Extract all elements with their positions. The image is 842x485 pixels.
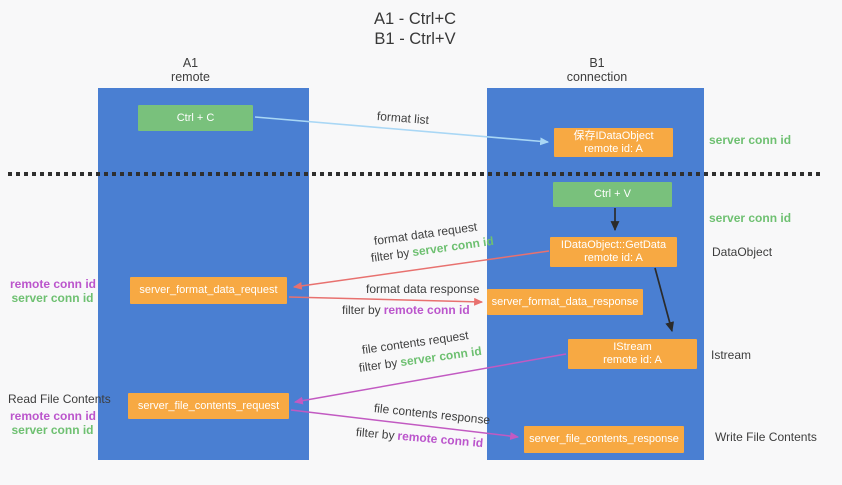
file-contents-response-label: file contents response xyxy=(373,401,491,428)
write-file-contents-label: Write File Contents xyxy=(715,430,817,444)
filter-by-text: filter by xyxy=(342,303,381,317)
server-format-data-request-box: server_format_data_request xyxy=(130,277,287,304)
save-idataobject-line2: remote id: A xyxy=(584,142,643,155)
remote-conn-id-text: remote conn id xyxy=(396,428,484,451)
istream-line2: remote id: A xyxy=(603,354,662,366)
filter-by-text: filter by xyxy=(370,245,411,265)
istream-side-label: Istream xyxy=(711,348,752,362)
filter-by-text: filter by xyxy=(355,425,396,443)
dotted-divider xyxy=(8,172,824,176)
format-list-label: format list xyxy=(376,109,430,128)
server-format-data-response-label: server_format_data_response xyxy=(491,295,639,308)
ctrl-c-box: Ctrl + C xyxy=(138,105,253,131)
conn-id-pair-file: remote conn id server conn id xyxy=(10,409,97,437)
server-format-data-response-box: server_format_data_response xyxy=(487,289,643,315)
idataobject-getdata-line1: IDataObject::GetData xyxy=(560,239,667,251)
read-file-contents-label: Read File Contents xyxy=(8,392,111,406)
remote-conn-id-text: remote conn id xyxy=(10,409,97,423)
lane-a1-header: A1 remote xyxy=(98,56,283,84)
istream-box: IStream remote id: A xyxy=(568,339,697,369)
remote-conn-id-text: remote conn id xyxy=(10,277,97,291)
save-idataobject-line1: 保存IDataObject xyxy=(573,129,654,142)
lane-a1-title: A1 xyxy=(182,56,199,70)
format-data-response-arrow xyxy=(288,296,484,306)
diagram-title-line2: B1 - Ctrl+V xyxy=(374,30,456,48)
idataobject-getdata-line2: remote id: A xyxy=(584,252,643,264)
format-data-response-label: format data response xyxy=(366,282,480,296)
server-file-contents-response-box: server_file_contents_response xyxy=(524,426,684,453)
conn-id-pair-format: remote conn id server conn id xyxy=(10,277,97,305)
lane-b1-title: B1 xyxy=(589,56,605,70)
ctrl-c-label: Ctrl + C xyxy=(176,111,215,124)
idataobject-getdata-box: IDataObject::GetData remote id: A xyxy=(550,237,677,267)
server-conn-id-text: server conn id xyxy=(11,290,94,305)
filter-by-text: filter by xyxy=(358,355,399,375)
server-file-contents-request-label: server_file_contents_request xyxy=(137,399,280,412)
lane-b1-subtitle: connection xyxy=(566,70,628,84)
server-file-contents-request-box: server_file_contents_request xyxy=(128,393,289,419)
server-conn-id-side-label-top: server conn id xyxy=(709,133,792,147)
server-conn-id-text: server conn id xyxy=(11,422,94,437)
server-file-contents-response-label: server_file_contents_response xyxy=(529,433,679,445)
remote-conn-id-text: remote conn id xyxy=(383,303,470,317)
ctrl-v-label: Ctrl + V xyxy=(594,188,631,200)
dataobject-label: DataObject xyxy=(712,245,773,259)
server-conn-id-side-label-mid: server conn id xyxy=(709,211,792,225)
lane-b1-header: B1 connection xyxy=(487,56,707,84)
diagram-title-line1: A1 - Ctrl+C xyxy=(373,10,457,28)
ctrl-v-box: Ctrl + V xyxy=(553,182,672,207)
server-format-data-request-label: server_format_data_request xyxy=(139,284,278,296)
lane-a1-subtitle: remote xyxy=(171,70,210,84)
diagram-title: A1 - Ctrl+C B1 - Ctrl+V xyxy=(0,9,830,49)
istream-line1: IStream xyxy=(613,341,652,353)
save-idataobject-box: 保存IDataObject remote id: A xyxy=(554,128,673,157)
